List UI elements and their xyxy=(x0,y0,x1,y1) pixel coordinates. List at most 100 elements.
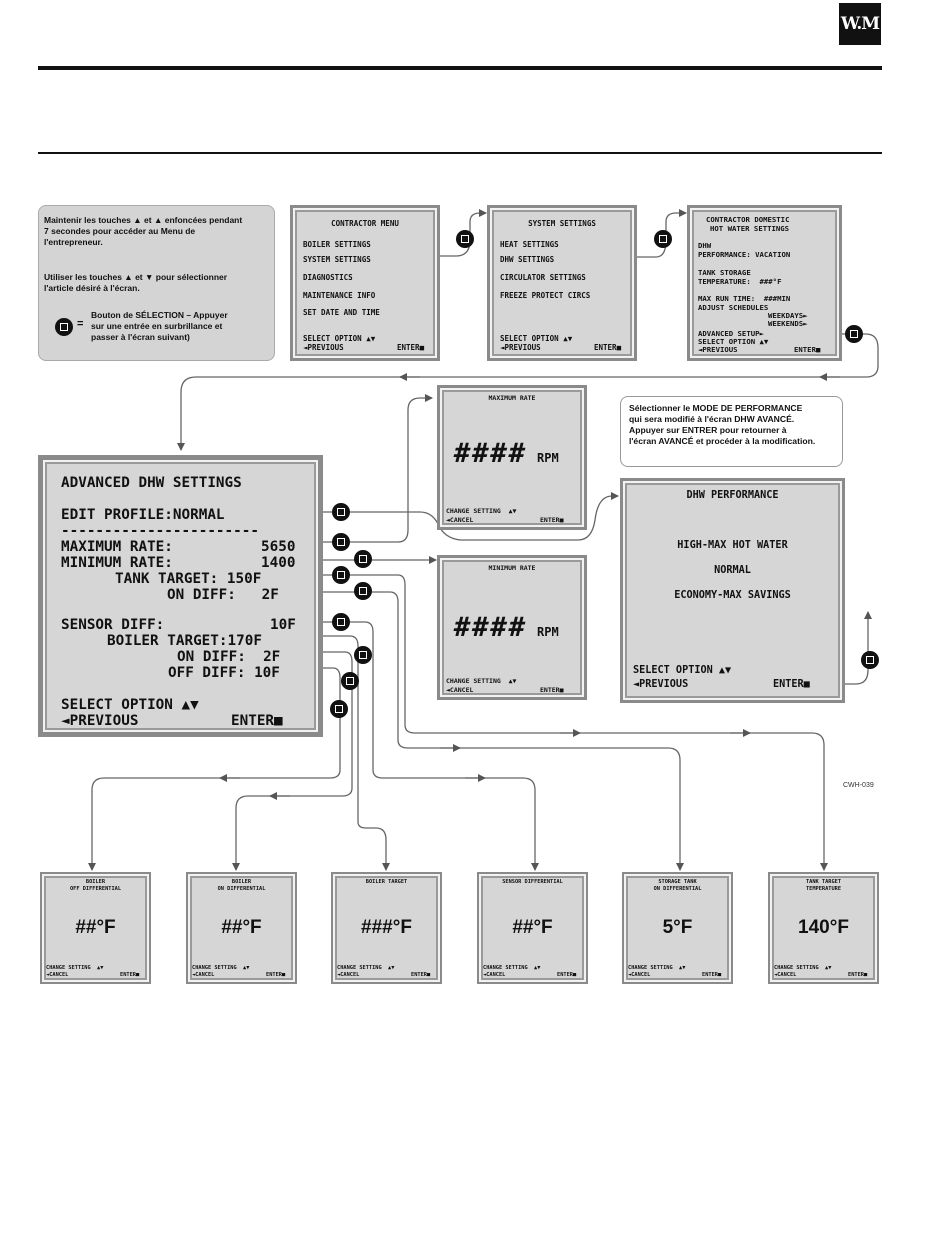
weekends-link[interactable]: WEEKENDS► xyxy=(768,319,808,328)
previous-label[interactable]: ◄PREVIOUS xyxy=(61,713,139,729)
enter-label[interactable]: ENTER■ xyxy=(266,972,286,978)
enter-label[interactable]: ENTER■ xyxy=(540,686,564,694)
setting-value: ##°F xyxy=(512,917,553,938)
select-button-icon[interactable] xyxy=(654,230,672,248)
tank-target-setting[interactable]: TANK TARGET: 150F xyxy=(115,571,262,587)
option-high-max[interactable]: HIGH-MAX HOT WATER xyxy=(677,540,788,551)
dhw-performance-screen: DHW PERFORMANCE HIGH-MAX HOT WATER NORMA… xyxy=(620,478,845,703)
enter-label[interactable]: ENTER■ xyxy=(702,972,722,978)
rate-unit: RPM xyxy=(537,625,559,639)
select-button-icon[interactable] xyxy=(332,566,350,584)
cancel-label[interactable]: ◄CANCEL xyxy=(774,972,797,978)
menu-item-diagnostics[interactable]: DIAGNOSTICS xyxy=(303,273,353,282)
previous-label[interactable]: ◄PREVIOUS xyxy=(500,343,541,352)
cancel-label[interactable]: ◄CANCEL xyxy=(46,972,69,978)
advanced-setup-link[interactable]: ADVANCED SETUP► xyxy=(698,329,764,338)
max-run-time[interactable]: MAX RUN TIME: ###MIN xyxy=(698,294,791,303)
cancel-label[interactable]: ◄CANCEL xyxy=(483,972,506,978)
select-button-icon[interactable] xyxy=(332,533,350,551)
select-button-icon[interactable] xyxy=(332,503,350,521)
select-button-icon[interactable] xyxy=(330,700,348,718)
menu-item-heat-settings[interactable]: HEAT SETTINGS xyxy=(500,240,559,249)
option-normal[interactable]: NORMAL xyxy=(714,565,751,576)
note-line-2: qui sera modifié à l'écran DHW AVANCÉ. xyxy=(629,414,795,424)
instruction-line-3: l'entrepreneur. xyxy=(44,237,103,247)
min-rate-label[interactable]: MINIMUM RATE: xyxy=(61,555,173,571)
select-option-hint: SELECT OPTION ▲▼ xyxy=(61,697,199,713)
cancel-label[interactable]: ◄CANCEL xyxy=(446,516,474,524)
sensor-diff-value: 10F xyxy=(270,617,296,633)
enter-label[interactable]: ENTER■ xyxy=(540,516,564,524)
setting-value: 5°F xyxy=(662,917,693,938)
screen-title: CONTRACTOR MENU xyxy=(331,219,399,228)
screen-title-line-1: TANK TARGET xyxy=(805,879,842,885)
select-button-icon[interactable] xyxy=(456,230,474,248)
menu-item-circulator-settings[interactable]: CIRCULATOR SETTINGS xyxy=(500,273,586,282)
enter-label[interactable]: ENTER■ xyxy=(794,345,821,354)
menu-item-maintenance-info[interactable]: MAINTENANCE INFO xyxy=(303,291,376,300)
select-option-hint: SELECT OPTION ▲▼ xyxy=(698,337,769,346)
enter-label[interactable]: ENTER■ xyxy=(594,343,622,352)
previous-label[interactable]: ◄PREVIOUS xyxy=(633,679,689,690)
select-button-icon[interactable] xyxy=(341,672,359,690)
change-setting-hint: CHANGE SETTING ▲▼ xyxy=(446,677,517,685)
select-button-icon[interactable] xyxy=(845,325,863,343)
cancel-label[interactable]: ◄CANCEL xyxy=(628,972,651,978)
select-button-icon[interactable] xyxy=(354,646,372,664)
boiler-off-diff-setting[interactable]: OFF DIFF: 10F xyxy=(168,665,280,681)
select-button-desc-2: sur une entrée en surbrillance et xyxy=(91,321,223,331)
cancel-label[interactable]: ◄CANCEL xyxy=(337,972,360,978)
change-setting-hint: CHANGE SETTING ▲▼ xyxy=(337,965,395,971)
performance-note: Sélectionner le MODE DE PERFORMANCE qui … xyxy=(620,396,843,467)
select-button-icon[interactable] xyxy=(861,651,879,669)
screen-title-line-2: OFF DIFFERENTIAL xyxy=(69,886,122,892)
logo-text: W.M xyxy=(840,14,880,34)
boiler-target-setting[interactable]: BOILER TARGET:170F xyxy=(107,633,262,649)
screen-title-line-1: BOILER xyxy=(85,879,106,885)
adjust-schedules-label: ADJUST SCHEDULES xyxy=(698,303,769,312)
weekdays-link[interactable]: WEEKDAYS► xyxy=(768,311,808,320)
boiler-on-diff-setting[interactable]: ON DIFF: 2F xyxy=(177,649,281,665)
sensor-diff-label[interactable]: SENSOR DIFF: xyxy=(61,617,165,633)
tank-on-diff-setting[interactable]: ON DIFF: 2F xyxy=(167,587,279,603)
screen-title-line-1: SENSOR DIFFERENTIAL xyxy=(502,879,563,885)
menu-item-freeze-protect[interactable]: FREEZE PROTECT CIRCS xyxy=(500,291,591,300)
menu-item-set-date-time[interactable]: SET DATE AND TIME xyxy=(303,308,380,317)
enter-label[interactable]: ENTER■ xyxy=(848,972,868,978)
enter-label[interactable]: ENTER■ xyxy=(120,972,140,978)
menu-item-boiler-settings[interactable]: BOILER SETTINGS xyxy=(303,240,371,249)
enter-label[interactable]: ENTER■ xyxy=(231,713,283,729)
performance-setting[interactable]: PERFORMANCE: VACATION xyxy=(698,250,791,259)
previous-label[interactable]: ◄PREVIOUS xyxy=(698,345,738,354)
select-button-icon[interactable] xyxy=(332,613,350,631)
select-button-icon[interactable] xyxy=(354,582,372,600)
setting-value: 140°F xyxy=(798,917,849,938)
tank-storage-temp[interactable]: TEMPERATURE: ###°F xyxy=(698,277,782,286)
max-rate-label[interactable]: MAXIMUM RATE: xyxy=(61,539,173,555)
enter-label[interactable]: ENTER■ xyxy=(557,972,577,978)
screen-title: ADVANCED DHW SETTINGS xyxy=(61,475,242,491)
option-economy[interactable]: ECONOMY-MAX SAVINGS xyxy=(674,590,791,601)
cancel-label[interactable]: ◄CANCEL xyxy=(446,686,474,694)
edit-profile-setting[interactable]: EDIT PROFILE:NORMAL xyxy=(61,507,225,523)
screen-title-line-1: STORAGE TANK xyxy=(658,879,697,885)
enter-label[interactable]: ENTER■ xyxy=(773,679,810,690)
cancel-label[interactable]: ◄CANCEL xyxy=(192,972,215,978)
screen-title: MAXIMUM RATE xyxy=(488,394,536,402)
select-button-icon[interactable] xyxy=(354,550,372,568)
change-setting-hint: CHANGE SETTING ▲▼ xyxy=(628,965,686,971)
setting-value: ##°F xyxy=(221,917,262,938)
enter-label[interactable]: ENTER■ xyxy=(397,343,425,352)
select-option-hint: SELECT OPTION ▲▼ xyxy=(303,334,376,343)
contractor-dhw-screen: CONTRACTOR DOMESTIC HOT WATER SETTINGS D… xyxy=(687,205,842,361)
enter-label[interactable]: ENTER■ xyxy=(411,972,431,978)
system-settings-screen: SYSTEM SETTINGS HEAT SETTINGS DHW SETTIN… xyxy=(487,205,637,361)
menu-item-system-settings[interactable]: SYSTEM SETTINGS xyxy=(303,255,371,264)
menu-item-dhw-settings[interactable]: DHW SETTINGS xyxy=(500,255,555,264)
screen-title: DHW PERFORMANCE xyxy=(686,490,779,501)
previous-label[interactable]: ◄PREVIOUS xyxy=(303,343,344,352)
